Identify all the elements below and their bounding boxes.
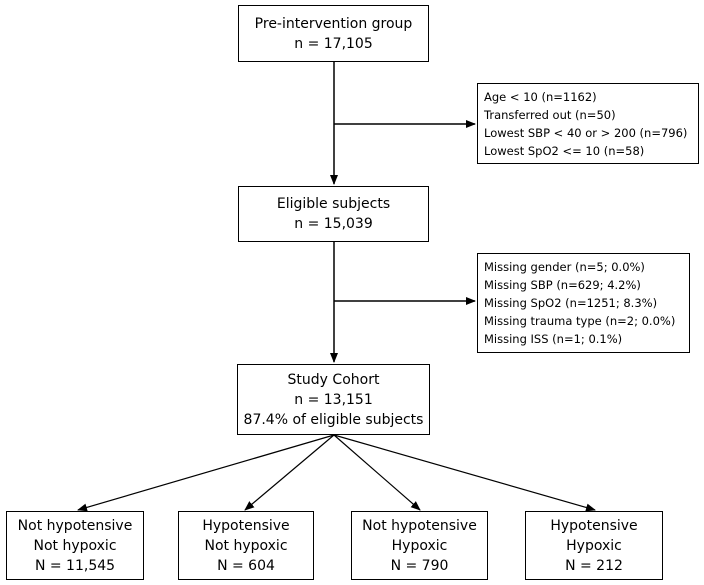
eligible-n: n = 15,039 [294, 216, 373, 232]
study-cohort-title: Study Cohort [287, 371, 380, 388]
exclusion-2-line: Missing ISS (n=1; 0.1%) [484, 332, 623, 346]
group-box-not-hypotensive-hypoxic: Not hypotensive Hypoxic N = 790 [351, 511, 488, 580]
eligible-box: Eligible subjects n = 15,039 [238, 186, 429, 242]
exclusion-2-line: Missing trauma type (n=2; 0.0%) [484, 314, 676, 328]
exclusion-1-line: Age < 10 (n=1162) [484, 89, 597, 104]
group-4-n: N = 212 [565, 557, 623, 574]
eligible-title: Eligible subjects [276, 196, 391, 212]
pre-intervention-box: Pre-intervention group n = 17,105 [238, 5, 429, 62]
group-2-line1: Hypotensive [202, 517, 290, 534]
group-3-line1: Not hypotensive [362, 517, 477, 534]
group-box-hypotensive-hypoxic: Hypotensive Hypoxic N = 212 [525, 511, 663, 580]
group-box-hypotensive-not-hypoxic: Hypotensive Not hypoxic N = 604 [178, 511, 314, 580]
group-1-line2: Not hypoxic [33, 537, 117, 554]
exclusion-2-line: Missing gender (n=5; 0.0%) [484, 260, 645, 274]
exclusion-box-2: Missing gender (n=5; 0.0%) Missing SBP (… [477, 253, 690, 353]
study-cohort-percent: 87.4% of eligible subjects [243, 411, 424, 428]
study-cohort-box: Study Cohort n = 13,151 87.4% of eligibl… [237, 364, 430, 435]
pre-intervention-n: n = 17,105 [294, 35, 373, 52]
group-1-line1: Not hypotensive [17, 517, 133, 534]
arrow-to-group-2 [244, 434, 335, 511]
exclusion-2-line: Missing SpO2 (n=1251; 8.3%) [484, 296, 658, 310]
exclusion-1-line: Lowest SBP < 40 or > 200 (n=796) [484, 125, 688, 140]
group-4-line1: Hypotensive [550, 517, 638, 534]
group-4-line2: Hypoxic [566, 537, 622, 554]
group-3-n: N = 790 [390, 557, 449, 574]
group-1-n: N = 11,545 [34, 557, 116, 574]
group-2-line2: Not hypoxic [204, 537, 288, 554]
arrow-to-group-1 [77, 434, 335, 512]
exclusion-box-1: Age < 10 (n=1162) Transferred out (n=50)… [477, 83, 699, 164]
study-cohort-n: n = 13,151 [294, 391, 373, 408]
exclusion-1-line: Lowest SpO2 <= 10 (n=58) [484, 143, 645, 158]
group-box-not-hypotensive-not-hypoxic: Not hypotensive Not hypoxic N = 11,545 [6, 511, 144, 580]
exclusion-2-line: Missing SBP (n=629; 4.2%) [484, 278, 641, 292]
pre-intervention-title: Pre-intervention group [254, 15, 413, 32]
arrow-to-group-3 [333, 434, 421, 511]
exclusion-1-line: Transferred out (n=50) [484, 107, 616, 122]
group-3-line2: Hypoxic [391, 537, 448, 554]
group-2-n: N = 604 [217, 557, 275, 574]
arrow-to-group-4 [333, 434, 596, 512]
